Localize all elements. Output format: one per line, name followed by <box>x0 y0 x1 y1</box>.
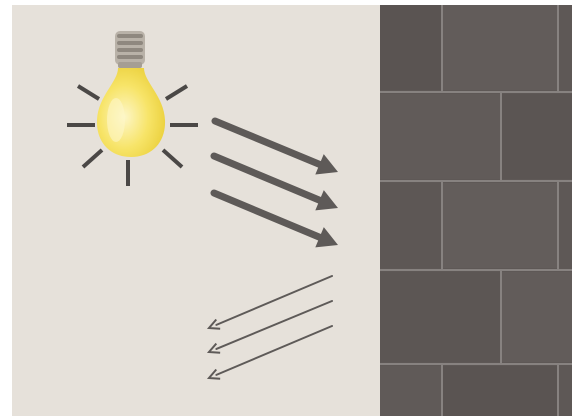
bulb-highlight <box>107 98 125 142</box>
background-panel <box>12 5 380 416</box>
tiled-wall <box>380 5 572 416</box>
bulb-base <box>115 31 145 68</box>
